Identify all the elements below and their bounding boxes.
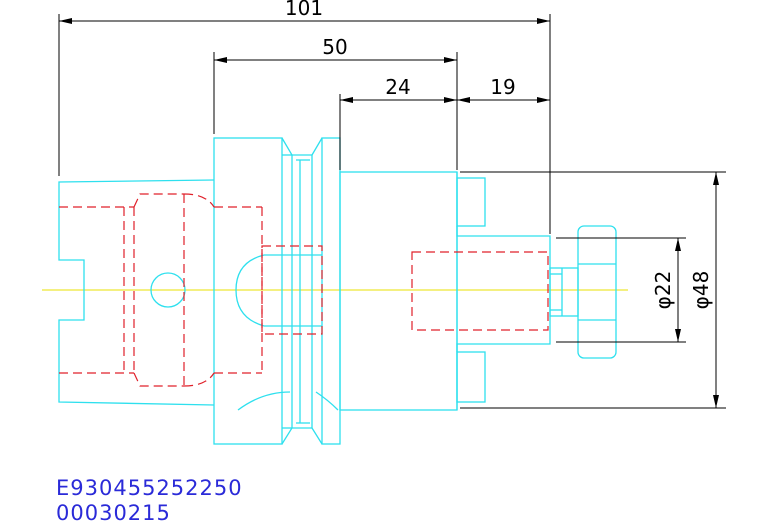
part-number: E930455252250 (56, 476, 243, 500)
arrow-48-bottom (713, 395, 719, 408)
arrow-19-left (457, 97, 470, 103)
arrow-48-top (713, 172, 719, 185)
hidden-lines (59, 193, 549, 387)
dim-diameter-22: φ22 (651, 271, 675, 310)
holder-outline (58, 137, 617, 445)
arrow-101-left (59, 18, 72, 24)
arrow-50-left (214, 57, 227, 63)
dimension-lines (58, 14, 726, 409)
arrow-101-right (537, 18, 550, 24)
dim-diameter-48: φ48 (689, 271, 713, 310)
part-code: 00030215 (56, 501, 171, 523)
arrowheads (59, 18, 719, 408)
dim-length-24: 24 (385, 75, 410, 99)
arrow-22-top (675, 238, 681, 251)
arrow-19-right (537, 97, 550, 103)
arrow-24-right (444, 97, 457, 103)
dim-overall-length: 101 (285, 0, 323, 20)
dim-length-19: 19 (490, 75, 515, 99)
arrow-50-right (444, 57, 457, 63)
dim-length-50: 50 (322, 35, 347, 59)
arrow-24-left (340, 97, 353, 103)
arrow-22-bottom (675, 329, 681, 342)
